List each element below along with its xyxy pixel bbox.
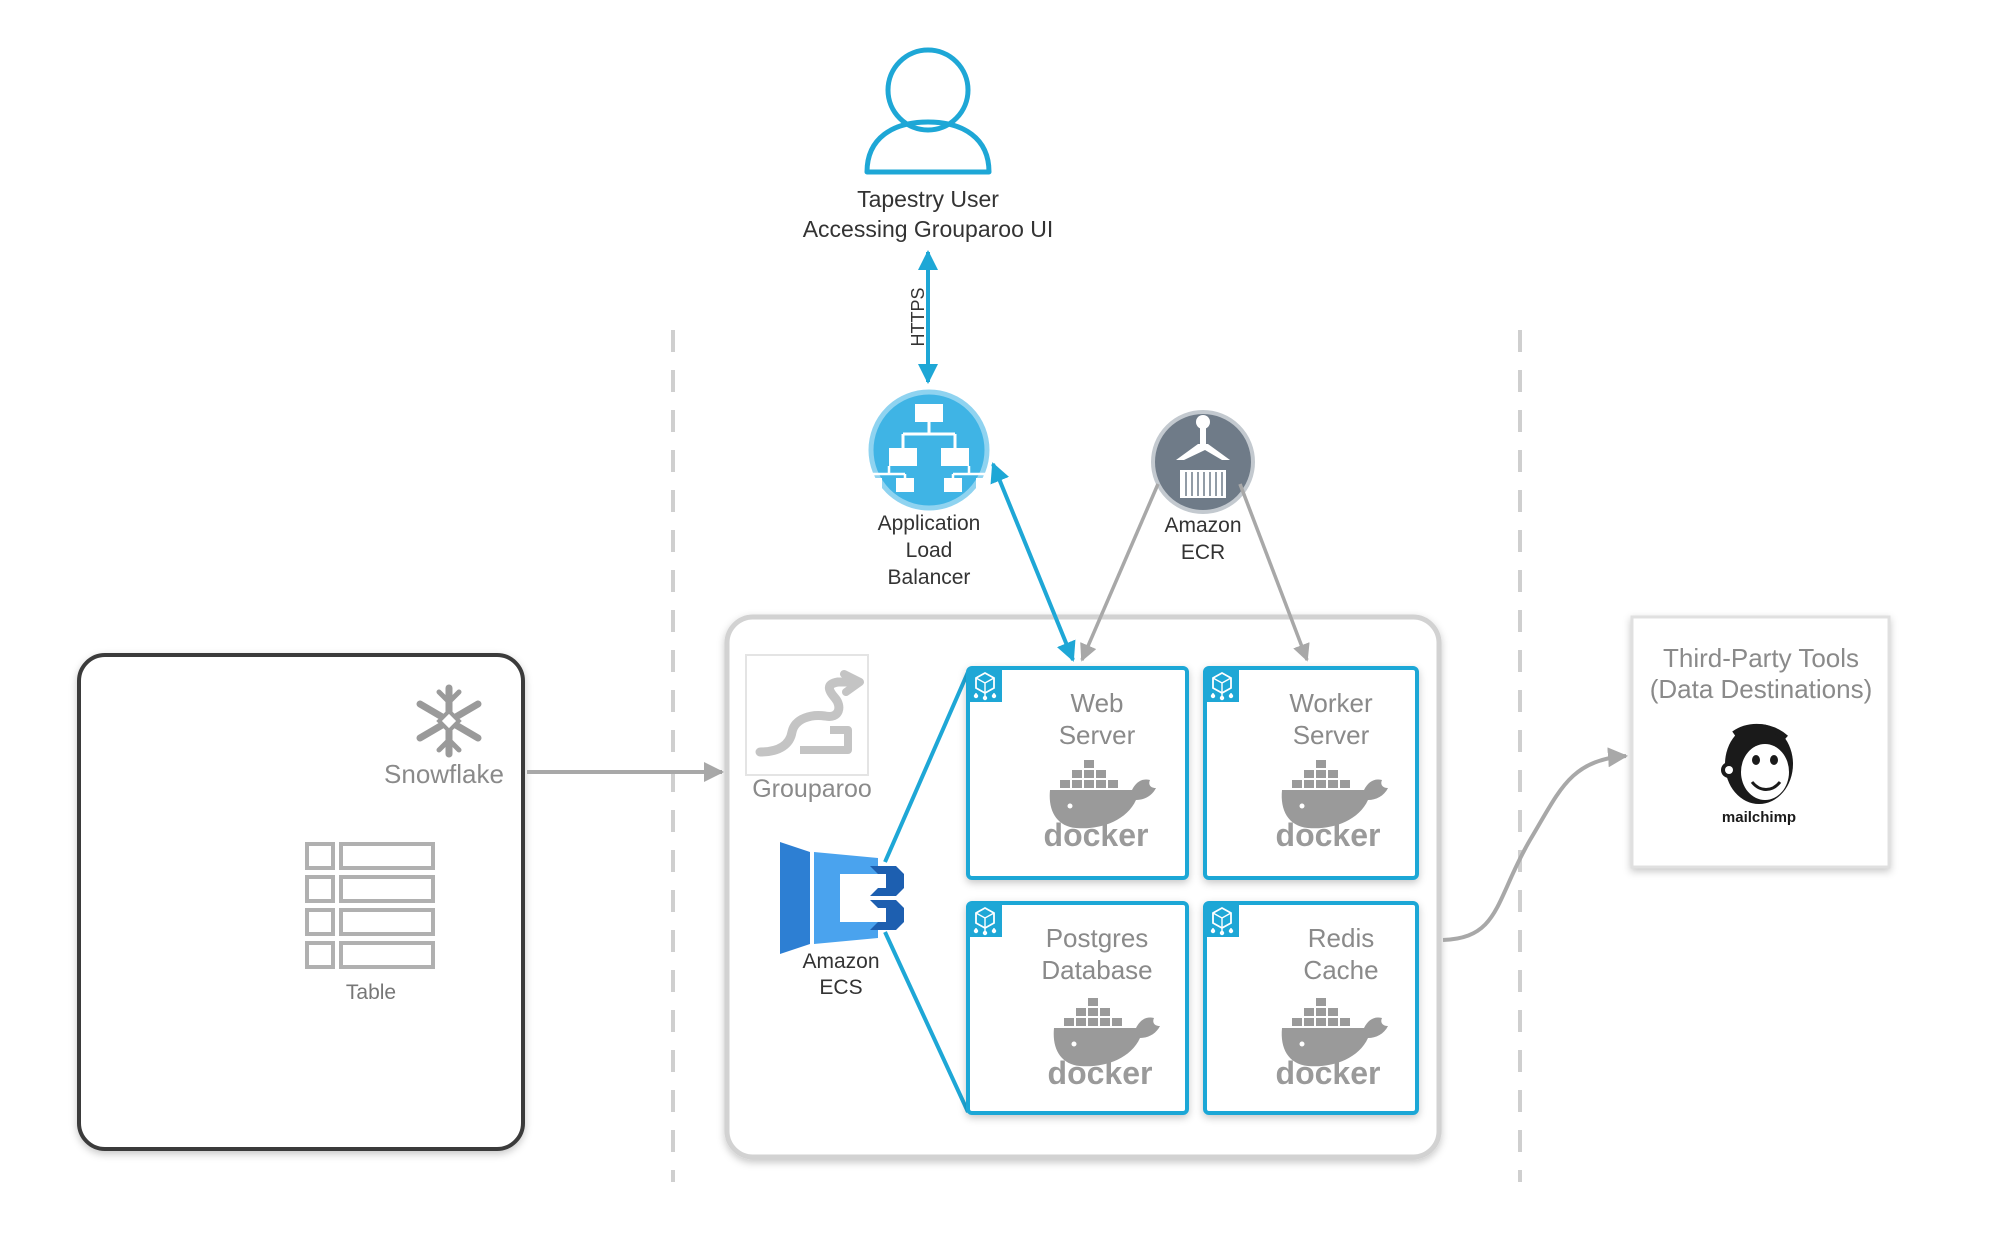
grouparoo-label: Grouparoo bbox=[752, 775, 872, 803]
mailchimp-wordmark: mailchimp bbox=[1722, 809, 1796, 826]
alb-label-line3: Balancer bbox=[888, 566, 971, 589]
snowflake-label: Snowflake bbox=[384, 759, 504, 789]
table-icon bbox=[305, 842, 435, 969]
service-web-line1: Web bbox=[1071, 688, 1124, 718]
service-box-redis-cache: Redis Cache docker bbox=[1203, 901, 1419, 1115]
ecs-label-line1: Amazon bbox=[802, 950, 879, 973]
container-service-icon bbox=[1204, 667, 1240, 703]
service-redis-docker: docker bbox=[1276, 1055, 1381, 1091]
grouparoo-logo-icon bbox=[745, 654, 869, 776]
ecr-to-worker-server-connector bbox=[1238, 483, 1310, 662]
container-service-icon bbox=[967, 667, 1003, 703]
service-worker-line1: Worker bbox=[1289, 688, 1373, 718]
service-redis-line2: Cache bbox=[1303, 955, 1378, 985]
ecr-label-line1: Amazon bbox=[1164, 514, 1241, 537]
service-worker-docker: docker bbox=[1276, 817, 1381, 853]
service-box-web-server: Web Server docker bbox=[966, 666, 1189, 880]
mailchimp-icon bbox=[1721, 724, 1793, 804]
https-label: HTTPS bbox=[908, 287, 928, 346]
grouparoo-to-third-party-connector bbox=[1442, 747, 1628, 942]
user-icon bbox=[864, 47, 992, 175]
ecr-to-web-server-connector bbox=[1080, 483, 1160, 662]
alb-to-web-server-connector bbox=[990, 462, 1076, 662]
alb-label-line2: Load bbox=[906, 539, 953, 562]
third-party-label-line1: Third-Party Tools bbox=[1663, 643, 1859, 673]
user-label-line2: Accessing Grouparoo UI bbox=[803, 216, 1054, 242]
user-label-line1: Tapestry User bbox=[857, 186, 999, 212]
service-web-line2: Server bbox=[1059, 720, 1136, 750]
alb-label-line1: Application bbox=[878, 512, 981, 535]
service-redis-line1: Redis bbox=[1308, 923, 1374, 953]
ecs-to-postgres-line bbox=[883, 931, 970, 1113]
ecs-label-line2: ECS bbox=[819, 976, 862, 999]
ecs-icon bbox=[780, 842, 904, 954]
ecr-label-line2: ECR bbox=[1181, 541, 1225, 564]
service-worker-line2: Server bbox=[1293, 720, 1370, 750]
container-service-icon bbox=[967, 902, 1003, 938]
service-box-worker-server: Worker Server docker bbox=[1203, 666, 1419, 880]
snowflake-source-box bbox=[77, 653, 525, 1151]
load-balancer-icon bbox=[864, 389, 994, 511]
service-postgres-line1: Postgres bbox=[1046, 923, 1149, 953]
service-web-docker: docker bbox=[1044, 817, 1149, 853]
service-postgres-line2: Database bbox=[1041, 955, 1152, 985]
table-label: Table bbox=[346, 981, 396, 1004]
service-postgres-docker: docker bbox=[1048, 1055, 1153, 1091]
third-party-label-line2: (Data Destinations) bbox=[1650, 674, 1873, 704]
container-service-icon bbox=[1204, 902, 1240, 938]
snowflake-icon bbox=[416, 684, 482, 758]
ecs-to-web-line bbox=[883, 671, 970, 863]
service-box-postgres-database: Postgres Database docker bbox=[966, 901, 1189, 1115]
ecr-icon bbox=[1151, 410, 1255, 514]
